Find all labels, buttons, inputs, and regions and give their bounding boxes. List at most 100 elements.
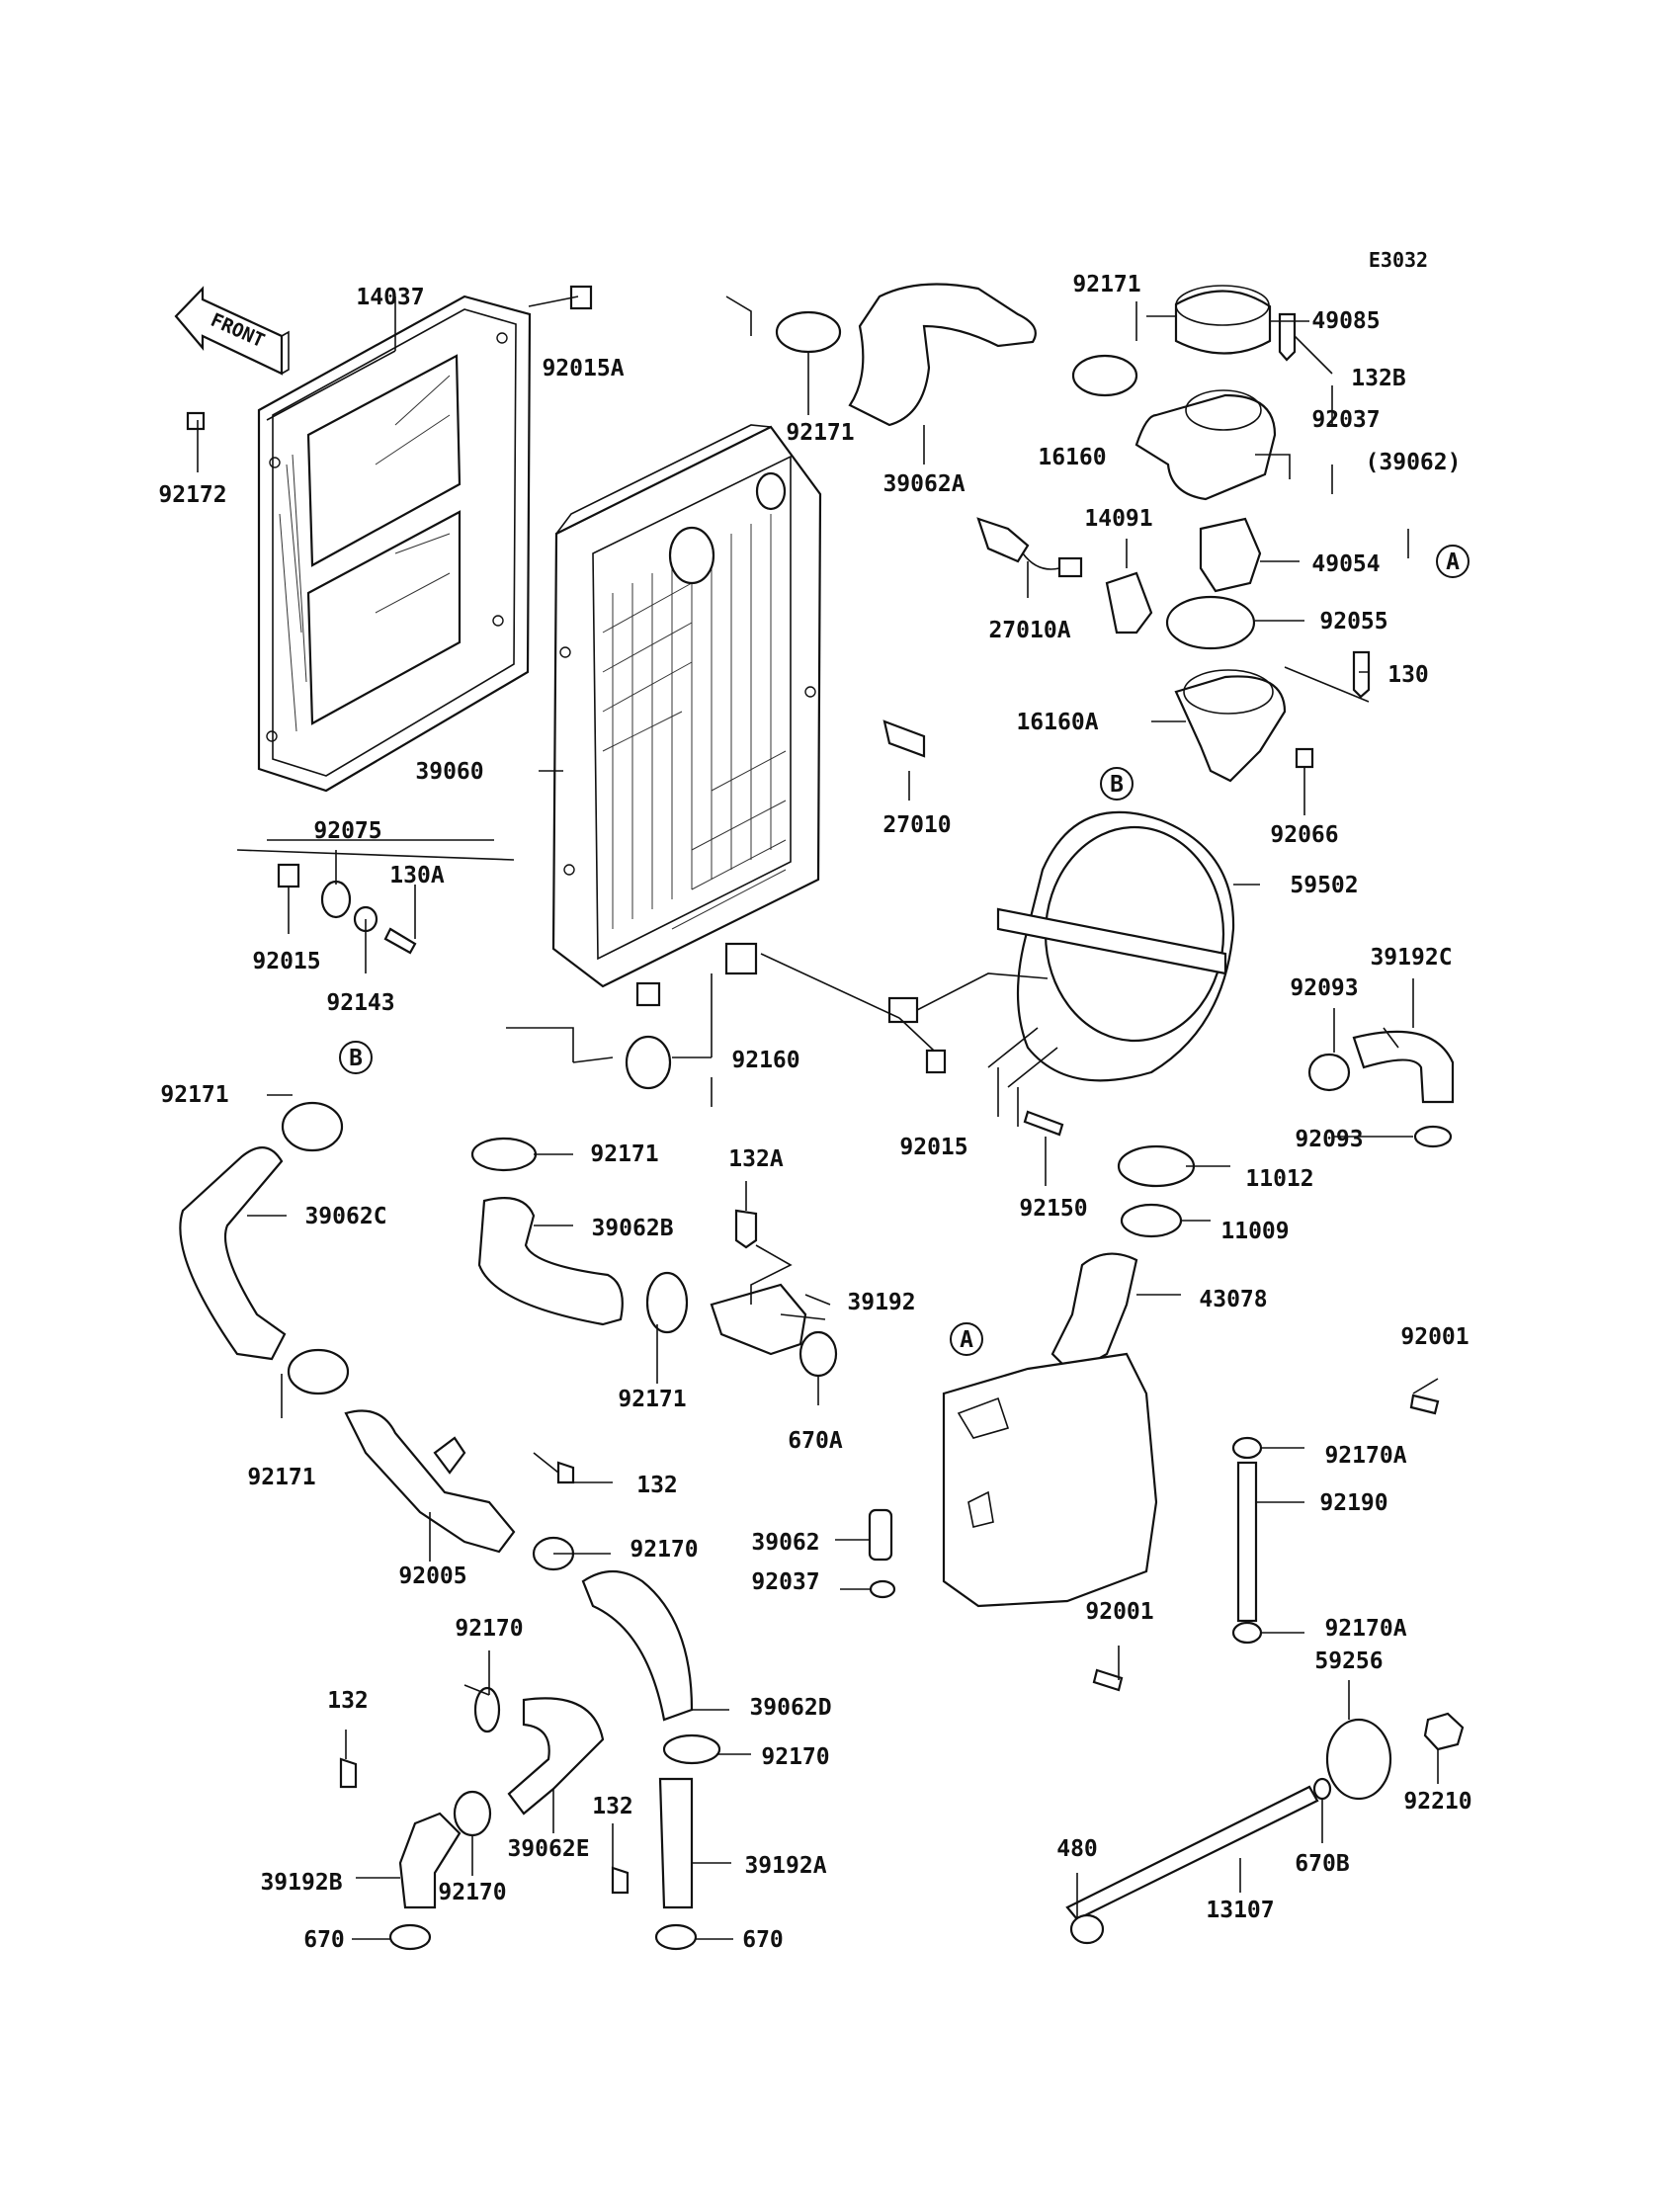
label-92171-left: 92171: [160, 1082, 228, 1108]
hose-39062b-part: [477, 1197, 624, 1326]
nut-92172-part: [186, 411, 206, 431]
label-43078: 43078: [1199, 1287, 1267, 1312]
thermostat-part: [1199, 517, 1262, 593]
cap-11012-part: [1117, 1144, 1196, 1188]
impeller-59256-part: [1325, 1718, 1392, 1801]
label-92015-left: 92015: [252, 949, 320, 974]
label-13107: 13107: [1206, 1898, 1274, 1923]
seal-92093-a-part: [1307, 1053, 1351, 1092]
label-49054: 49054: [1311, 551, 1380, 577]
bolt-92001-low-part: [1092, 1668, 1124, 1692]
bolt-132b-part: [1278, 312, 1297, 362]
svg-text:A: A: [1446, 549, 1460, 575]
elbow-39192c-part: [1352, 1030, 1455, 1104]
label-39062c: 39062C: [304, 1204, 386, 1229]
label-92171-mid: 92171: [590, 1141, 658, 1167]
label-92015-mid: 92015: [899, 1135, 967, 1160]
label-59502: 59502: [1290, 873, 1358, 898]
o-ring-92055-part: [1165, 595, 1256, 650]
sensor-27010a-part: [976, 517, 1030, 563]
hose-39062-low-part: [868, 1508, 893, 1562]
mount-92160-part: [625, 1035, 672, 1090]
bolt-130-part: [1352, 650, 1371, 699]
label-92171-tr: 92171: [1072, 272, 1140, 297]
grommet-92075-part: [320, 880, 352, 919]
label-92172: 92172: [158, 482, 226, 508]
radiator-cap-part: [1174, 290, 1272, 355]
label-130a: 130A: [389, 863, 445, 888]
sensor-27010-part: [882, 719, 926, 758]
label-39062b: 39062B: [591, 1216, 673, 1241]
label-92190: 92190: [1319, 1490, 1387, 1516]
clamp-92170a-top-part: [1231, 1436, 1263, 1460]
svg-text:A: A: [960, 1327, 973, 1353]
label-92170-c: 92170: [438, 1880, 506, 1905]
bolt-132-mid-part: [556, 1461, 575, 1484]
label-14037: 14037: [356, 285, 424, 310]
circlip-480-part: [1069, 1913, 1105, 1945]
bolt-92150-part: [1023, 1110, 1064, 1137]
label-92093-b: 92093: [1295, 1127, 1363, 1152]
nut-92210-part: [1423, 1712, 1465, 1751]
plug-92066-part: [1295, 747, 1314, 769]
o-ring-670b-part: [1312, 1777, 1332, 1801]
label-132b: 132B: [1351, 366, 1406, 391]
label-92001-top: 92001: [1400, 1324, 1469, 1350]
label-39062d: 39062D: [749, 1695, 831, 1721]
o-ring-670-left-part: [388, 1923, 432, 1951]
clamp-92171-low-left-part: [287, 1348, 350, 1395]
reservoir-tank-part: [942, 1252, 1158, 1608]
label-39062-low: 39062: [751, 1530, 819, 1556]
label-92170-left: 92170: [455, 1616, 523, 1642]
pipe-92005-part: [344, 1409, 516, 1554]
callout-a-mid: A: [950, 1322, 983, 1356]
label-480: 480: [1056, 1836, 1098, 1862]
label-92210: 92210: [1403, 1789, 1471, 1815]
clamp-92171-top-part: [775, 310, 842, 354]
callout-b-top: B: [1100, 767, 1134, 801]
clamp-92171-left-part: [281, 1101, 344, 1152]
label-670-left: 670: [303, 1927, 345, 1953]
clamp-92170-left-part: [473, 1686, 501, 1733]
callout-b-left: B: [339, 1041, 373, 1074]
o-ring-670a-part: [798, 1330, 838, 1378]
label-92015a: 92015A: [542, 356, 624, 381]
clip-92037-low-part: [869, 1579, 896, 1599]
label-14091: 14091: [1084, 506, 1152, 532]
label-92143: 92143: [326, 990, 394, 1016]
nut-92015-left-part: [277, 863, 300, 888]
label-92170a-top: 92170A: [1324, 1443, 1406, 1469]
tube-92190-part: [1236, 1461, 1258, 1623]
clamp-92171-lower-part: [645, 1271, 689, 1334]
label-92075: 92075: [313, 818, 381, 844]
label-39060: 39060: [415, 759, 483, 785]
bolt-132a-part: [734, 1209, 758, 1249]
radiator-screen-part: [257, 295, 532, 793]
label-92160: 92160: [731, 1048, 799, 1073]
fan-shroud-part: [987, 810, 1235, 1127]
label-59256: 59256: [1314, 1648, 1383, 1674]
label-27010a: 27010A: [988, 618, 1070, 643]
housing-16160a-part: [1174, 675, 1287, 783]
hose-39062d-part: [581, 1570, 694, 1722]
label-39062a: 39062A: [882, 471, 965, 497]
label-92037-top: 92037: [1311, 407, 1380, 433]
label-11009: 11009: [1220, 1219, 1289, 1244]
label-92037-low: 92037: [751, 1569, 819, 1595]
label-132-mid: 132: [636, 1473, 678, 1498]
svg-text:B: B: [1110, 772, 1124, 798]
clamp-92171-right-part: [1071, 354, 1138, 397]
label-670b: 670B: [1295, 1851, 1350, 1877]
label-92170a-low: 92170A: [1324, 1616, 1406, 1642]
clamp-92171-mid-part: [470, 1137, 538, 1172]
label-130: 130: [1387, 662, 1429, 688]
hose-39062e-part: [507, 1697, 605, 1816]
fitting-39192-part: [710, 1283, 807, 1356]
label-92171-top: 92171: [786, 420, 854, 446]
label-39062-paren: (39062): [1366, 450, 1462, 475]
radiator-part: [551, 424, 822, 1007]
label-49085: 49085: [1311, 308, 1380, 334]
label-39192a: 39192A: [744, 1853, 826, 1879]
label-92150: 92150: [1019, 1196, 1087, 1222]
